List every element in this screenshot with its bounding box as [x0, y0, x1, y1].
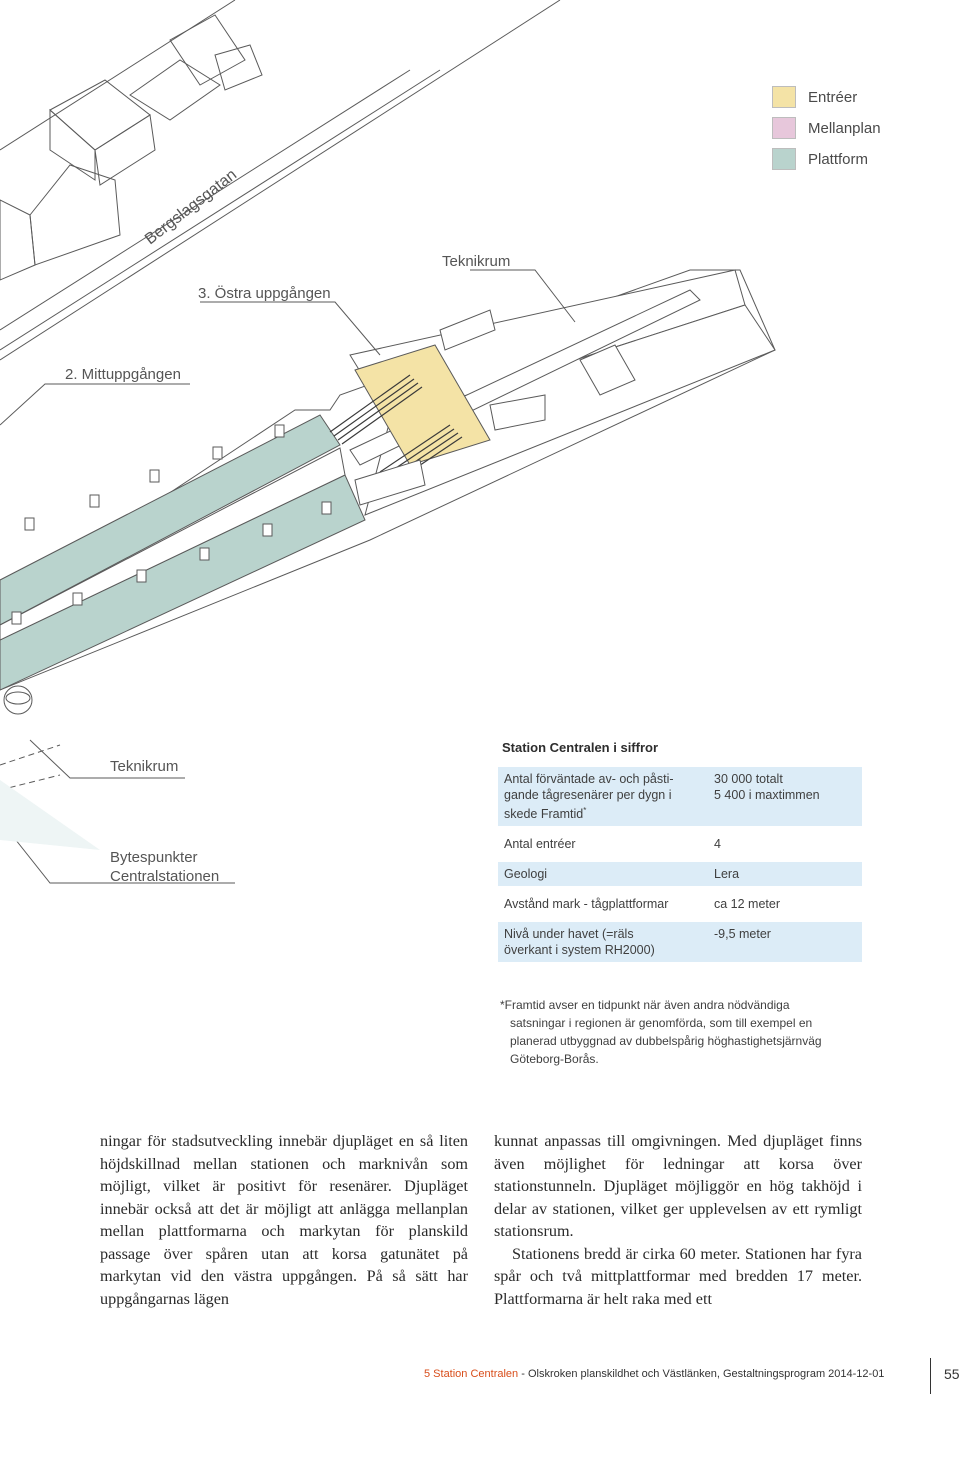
bytespunkter-label: Bytespunkter: [110, 849, 198, 866]
body-column-left: ningar för stadsutveckling innebär djupl…: [100, 1130, 468, 1310]
facts-label-line: skede Framtid: [504, 807, 584, 822]
facts-value: ca 12 meter: [714, 897, 781, 912]
footnote-line: *Framtid avser en tidpunkt när även andr…: [500, 998, 790, 1012]
legend-item-plattform: Plattform: [772, 148, 868, 170]
facts-row-passengers: Antal förväntade av- och påsti- gande tå…: [498, 767, 862, 827]
facts-value: 30 000 totalt 5 400 i maxtimmen: [708, 767, 862, 826]
facts-value: -9,5 meter: [714, 927, 771, 942]
page-number: 55: [944, 1366, 960, 1382]
legend-swatch: [772, 117, 796, 139]
teknikrum-top-label: Teknikrum: [442, 253, 510, 270]
footer-divider: [930, 1358, 931, 1394]
facts-row-level: Nivå under havet (=räls överkant i syste…: [498, 922, 862, 963]
buildings: [0, 14, 263, 281]
footnote-line: Göteborg-Borås.: [510, 1052, 599, 1066]
footnote-line: planerad utbyggnad av dubbelspårig högha…: [510, 1034, 822, 1048]
footnote: *Framtid avser en tidpunkt när även andr…: [500, 996, 880, 1068]
footnote-marker: *: [583, 806, 587, 815]
facts-label-line: Antal förväntade av- och påsti-: [504, 772, 674, 786]
facts-label: Antal entréer: [504, 837, 576, 852]
body-paragraph: Stationens bredd är cirka 60 meter. Stat…: [494, 1244, 862, 1308]
legend-item-entreer: Entréer: [772, 86, 857, 108]
footer-title: - Olskroken planskildhet och Västlänken,…: [518, 1368, 885, 1380]
centralstationen-label: Centralstationen: [110, 868, 219, 885]
facts-label: Nivå under havet (=räls överkant i syste…: [498, 922, 708, 962]
facts-row-entries: Antal entréer 4: [498, 832, 862, 856]
facts-value-line: 5 400 i maxtimmen: [714, 788, 820, 802]
teknikrum-bottom-label: Teknikrum: [110, 758, 178, 775]
street-label: Bergslagsgatan: [142, 166, 240, 248]
body-paragraph: kunnat anpassas till omgivningen. Med dj…: [494, 1132, 862, 1240]
entry-area: [354, 344, 491, 466]
legend-label: Mellanplan: [808, 119, 881, 137]
legend-label: Plattform: [808, 150, 869, 168]
mittuppgangen-label: 2. Mittuppgången: [65, 366, 181, 383]
ostra-uppgangen-label: 3. Östra uppgången: [198, 284, 331, 302]
facts-label-line: överkant i system RH2000): [504, 943, 655, 958]
footer-section: 5 Station Centralen: [424, 1368, 519, 1380]
facts-row-distance: Avstånd mark - tågplattformar ca 12 mete…: [498, 892, 862, 916]
body-column-right: kunnat anpassas till omgivningen. Med dj…: [494, 1130, 862, 1310]
facts-value: 4: [714, 837, 721, 852]
legend-swatch: [772, 86, 796, 108]
legend-label: Entréer: [808, 88, 858, 106]
facts-table: Station Centralen i siffror Antal förvän…: [498, 740, 862, 963]
body-paragraph: ningar för stadsutveckling innebär djupl…: [100, 1132, 468, 1308]
facts-title: Station Centralen i siffror: [502, 740, 659, 755]
facts-value: Lera: [714, 867, 740, 882]
legend-item-mellanplan: Mellanplan: [772, 117, 881, 139]
legend-swatch: [772, 148, 796, 170]
facts-label-line: Nivå under havet (=räls: [504, 927, 634, 942]
facts-label-line: gande tågresenärer per dygn i: [504, 788, 672, 802]
facts-row-geology: Geologi Lera: [498, 862, 862, 887]
station-axonometric-drawing: Bergslagsgatan Teknikrum 3. Östra uppgån…: [0, 0, 776, 885]
facts-label: Antal förväntade av- och påsti- gande tå…: [498, 767, 708, 826]
facts-label: Geologi: [504, 867, 548, 882]
page-footer: 5 Station Centralen - Olskroken planskil…: [424, 1368, 884, 1380]
facts-label: Avstånd mark - tågplattformar: [504, 897, 669, 912]
footnote-line: satsningar i regionen är genomförda, som…: [510, 1016, 813, 1030]
facts-value-line: 30 000 totalt: [714, 772, 783, 786]
